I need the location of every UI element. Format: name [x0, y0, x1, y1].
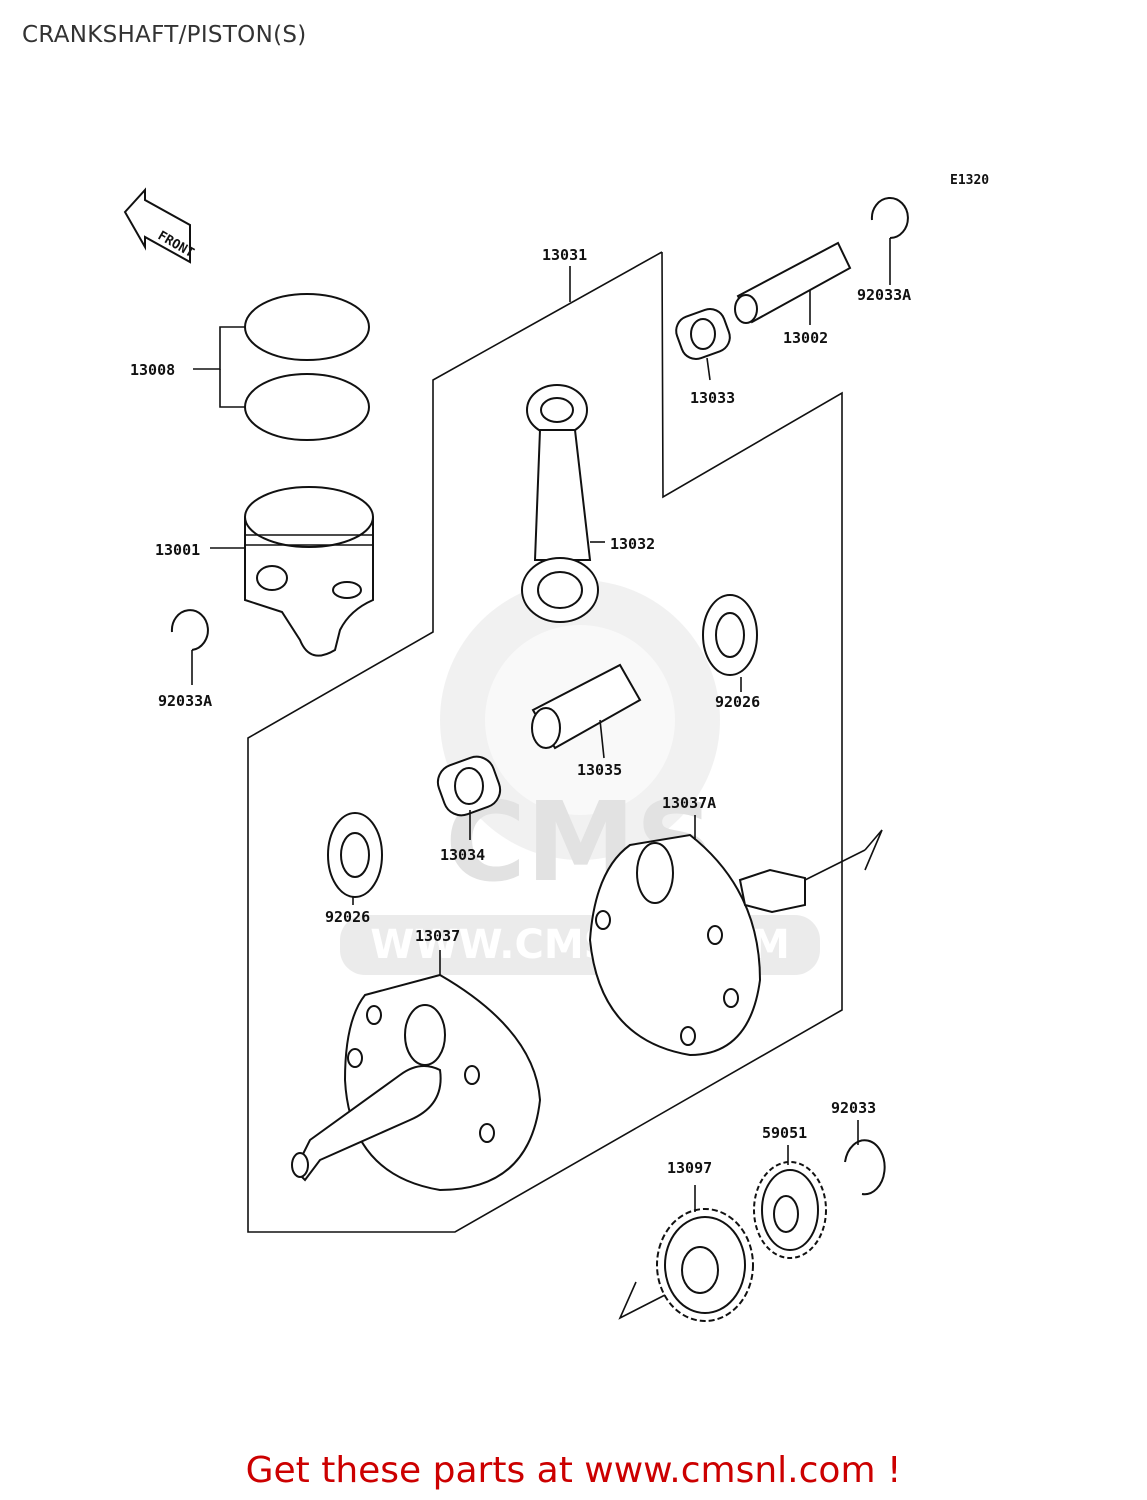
assembly-outline [247, 251, 843, 1233]
circlip-top [870, 197, 909, 239]
crank-half-right [588, 815, 883, 1057]
label-13034: 13034 [440, 846, 485, 864]
label-92026-left: 92026 [325, 908, 370, 926]
connecting-rod [521, 384, 605, 623]
diagram-code: E1320 [950, 173, 989, 188]
label-13097: 13097 [667, 1159, 712, 1177]
label-13033: 13033 [690, 389, 735, 407]
washer-right [702, 594, 758, 692]
washer-left [327, 812, 383, 905]
label-92033: 92033 [831, 1099, 876, 1117]
label-92033A-top: 92033A [857, 286, 911, 304]
piston-pin [734, 241, 852, 325]
front-arrow-icon: FRONT [123, 187, 197, 264]
needle-bearing-lower [436, 755, 502, 840]
label-13032: 13032 [610, 535, 655, 553]
crank-pin [531, 663, 642, 759]
piston-rings [193, 293, 370, 441]
needle-bearing-top [675, 308, 731, 381]
label-13008: 13008 [130, 361, 175, 379]
label-13031: 13031 [542, 246, 587, 264]
piston [210, 486, 374, 657]
label-92033A-left: 92033A [158, 692, 212, 710]
gear-large [618, 1185, 754, 1322]
parts-diagram: CMS WWW.CMSNL.COM FRONT E1320 [123, 173, 989, 1322]
label-92026-right: 92026 [715, 693, 760, 711]
gear-small [753, 1145, 827, 1259]
label-13001: 13001 [155, 541, 200, 559]
label-13037A: 13037A [662, 794, 716, 812]
label-13037: 13037 [415, 927, 460, 945]
label-59051: 59051 [762, 1124, 807, 1142]
label-13035: 13035 [577, 761, 622, 779]
crank-half-left [291, 950, 542, 1192]
label-13002: 13002 [783, 329, 828, 347]
footer-link[interactable]: Get these parts at www.cmsnl.com ! [245, 1450, 902, 1491]
circlip-left [170, 609, 209, 651]
circlip-gear [844, 1120, 886, 1196]
page-title: CRANKSHAFT/PISTON(S) [22, 22, 307, 48]
